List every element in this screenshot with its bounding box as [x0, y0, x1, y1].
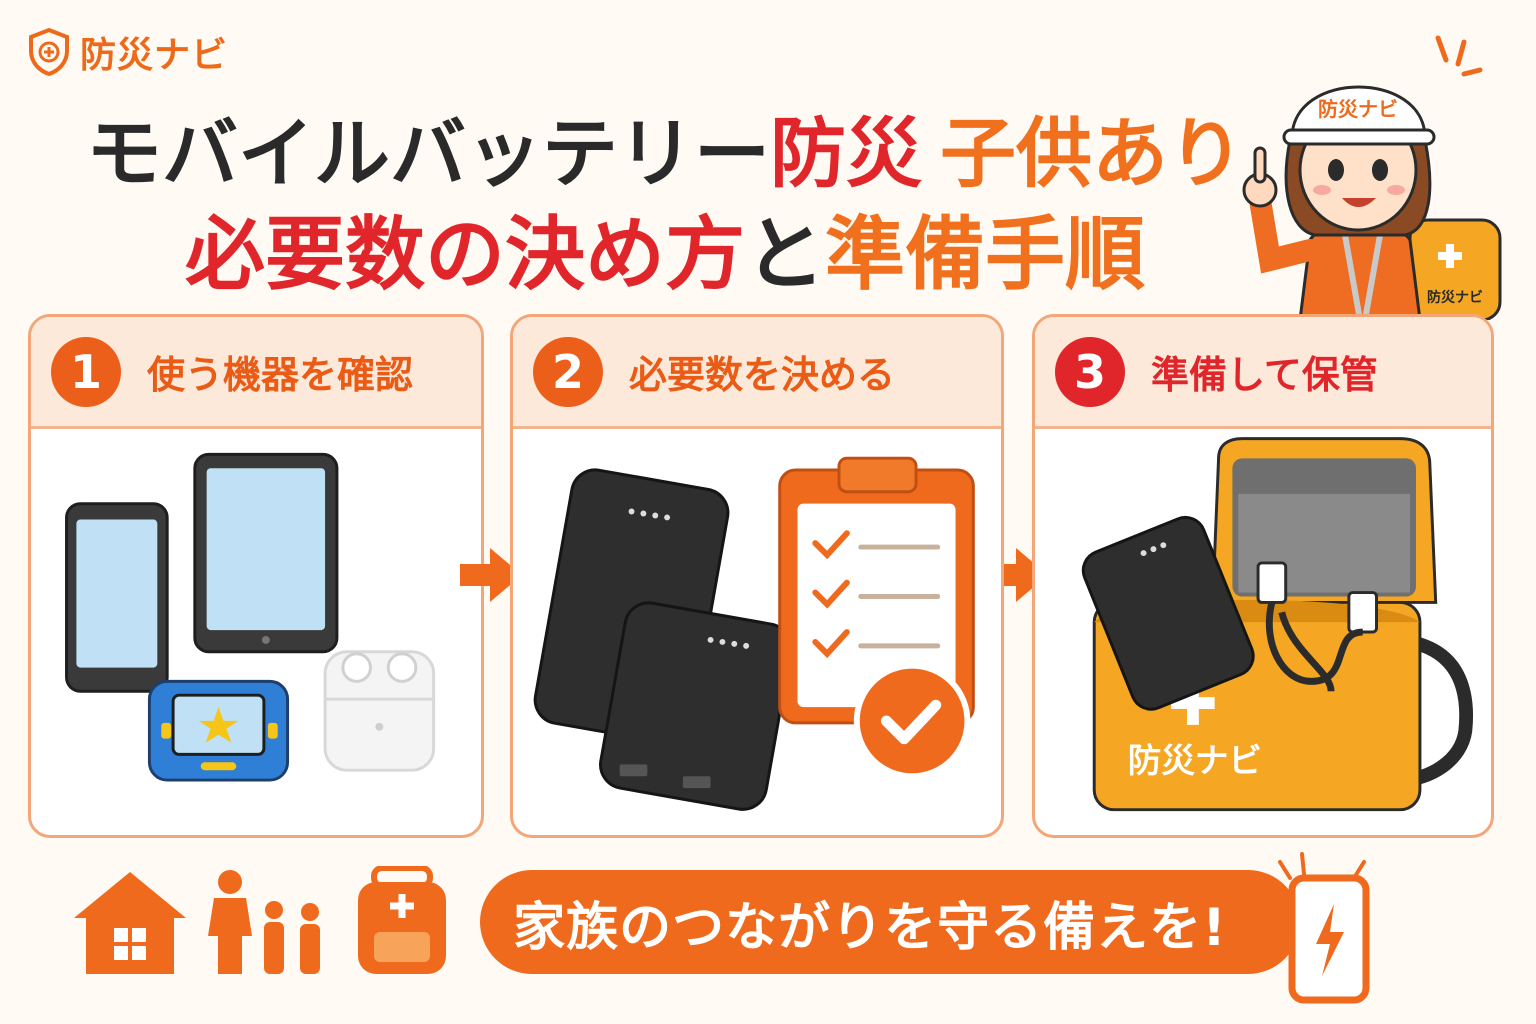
title-segment: 防災 — [770, 109, 922, 198]
family-icon — [208, 870, 320, 974]
clipboard-checklist-icon — [778, 456, 975, 725]
arrow-right-icon — [460, 548, 522, 602]
phone-charging-icon — [1278, 852, 1370, 1004]
step-label: 使う機器を確認 — [147, 353, 414, 397]
step-panel-2: 2 必要数を決める — [510, 314, 1004, 838]
tablet-icon — [193, 452, 339, 654]
step-number-badge: 2 — [533, 336, 603, 407]
smartphone-icon — [65, 502, 169, 693]
step-number-badge: 1 — [51, 336, 121, 407]
step-panel-3: 3 準備して保管 防災ナビ — [1032, 314, 1494, 838]
brand-logo: 防災ナビ — [26, 26, 228, 78]
emergency-backpack-icon — [358, 866, 446, 974]
step-header: 3 準備して保管 — [1035, 317, 1491, 429]
brand-name: 防災ナビ — [80, 35, 229, 76]
step-label: 必要数を決める — [629, 353, 896, 397]
title-segment: 必要数の決め方 — [185, 208, 745, 301]
check-badge-icon — [853, 662, 971, 780]
page-title-line-2: 必要数の決め方と準備手順 — [0, 190, 1330, 306]
bag-text: 防災ナビ — [1128, 741, 1262, 780]
page-title-line-1: モバイルバッテリー防災子供あり — [0, 92, 1330, 202]
title-segment: 子供あり — [940, 109, 1244, 198]
step-number-badge: 3 — [1055, 336, 1125, 407]
step-header: 2 必要数を決める — [513, 317, 1001, 429]
title-segment: モバイルバッテリー — [86, 109, 770, 198]
helmet-text: 防災ナビ — [1318, 97, 1398, 121]
step-2-illustration — [513, 432, 1001, 835]
footer-banner: 家族のつながりを守る備えを! — [480, 870, 1300, 974]
step-panel-1: 1 使う機器を確認 — [28, 314, 484, 838]
backpack-text: 防災ナビ — [1427, 289, 1483, 306]
earbuds-case-icon — [323, 650, 436, 772]
mascot-girl: 防災ナビ 防災ナビ — [1242, 85, 1502, 320]
sparkle-icon — [1435, 35, 1483, 77]
step-header: 1 使う機器を確認 — [31, 317, 481, 429]
step-label: 準備して保管 — [1151, 353, 1378, 397]
handheld-game-icon — [147, 679, 290, 782]
house-icon — [74, 872, 186, 974]
usb-cable-icon — [1256, 561, 1378, 692]
title-segment: 準備手順 — [825, 208, 1145, 301]
banner-text: 家族のつながりを守る備えを! — [513, 897, 1227, 958]
shield-plus-icon — [29, 27, 69, 77]
title-segment: と — [745, 208, 825, 301]
arrow-right-icon — [986, 548, 1048, 602]
power-bank-icon — [599, 601, 793, 811]
footer-icons — [74, 866, 446, 974]
step-3-illustration: 防災ナビ — [1035, 432, 1491, 835]
step-1-illustration — [31, 432, 481, 835]
power-bank-icon — [1081, 515, 1255, 711]
